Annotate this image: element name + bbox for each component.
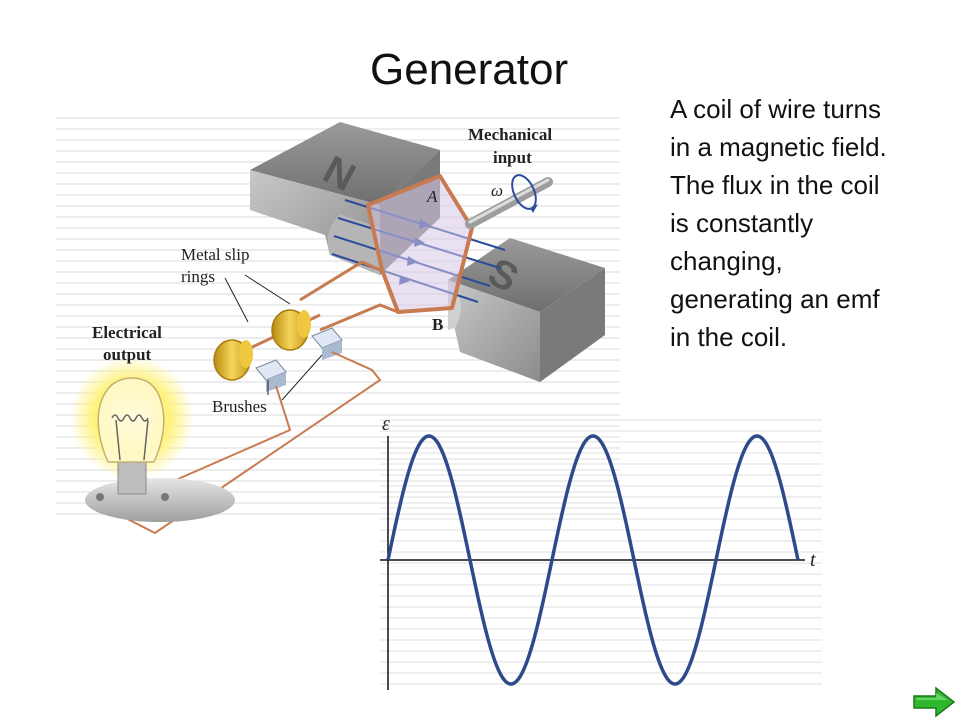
south-magnet: S bbox=[448, 238, 605, 382]
mechanical-input-label-line2: input bbox=[493, 148, 532, 167]
light-bulb bbox=[70, 356, 235, 522]
emf-sine-wave bbox=[386, 434, 800, 686]
electrical-output-label-line1: Electrical bbox=[92, 323, 162, 342]
point-b-label: B bbox=[432, 315, 443, 334]
slip-rings-label-line1: Metal slip bbox=[181, 245, 249, 264]
emf-graph: ε t bbox=[380, 413, 816, 690]
bulb-base bbox=[85, 478, 235, 522]
x-axis-label: t bbox=[810, 549, 816, 571]
description-line: in the coil. bbox=[670, 322, 788, 352]
point-a-label: A bbox=[426, 187, 438, 206]
y-axis-label: ε bbox=[382, 413, 390, 435]
brushes-label: Brushes bbox=[212, 397, 267, 416]
description-line: The flux in the coil bbox=[670, 170, 880, 200]
mechanical-input-label-line1: Mechanical bbox=[468, 125, 552, 144]
generator-diagram: N S bbox=[70, 122, 605, 535]
label-leader-lines bbox=[224, 274, 323, 401]
wire-coil bbox=[299, 174, 474, 332]
description-line: generating an emf bbox=[670, 284, 880, 314]
slip-rings-label-line2: rings bbox=[181, 267, 215, 286]
rotor-shaft bbox=[465, 174, 553, 229]
slip-rings bbox=[213, 309, 321, 381]
description-line: A coil of wire turns bbox=[670, 94, 881, 124]
next-slide-button[interactable] bbox=[912, 686, 956, 718]
graph-background-lines bbox=[380, 419, 822, 685]
filament-icon bbox=[111, 414, 149, 422]
electrical-output-label-line2: output bbox=[103, 345, 152, 364]
description-line: in a magnetic field. bbox=[670, 132, 887, 162]
description-line: is constantly bbox=[670, 208, 814, 238]
description-line: changing, bbox=[670, 246, 783, 276]
omega-label: ω bbox=[491, 181, 503, 200]
brushes bbox=[255, 327, 343, 392]
right-arrow-icon[interactable] bbox=[913, 686, 956, 718]
slide-description: A coil of wire turns in a magnetic field… bbox=[670, 90, 950, 356]
slide-title: Generator bbox=[370, 45, 569, 94]
